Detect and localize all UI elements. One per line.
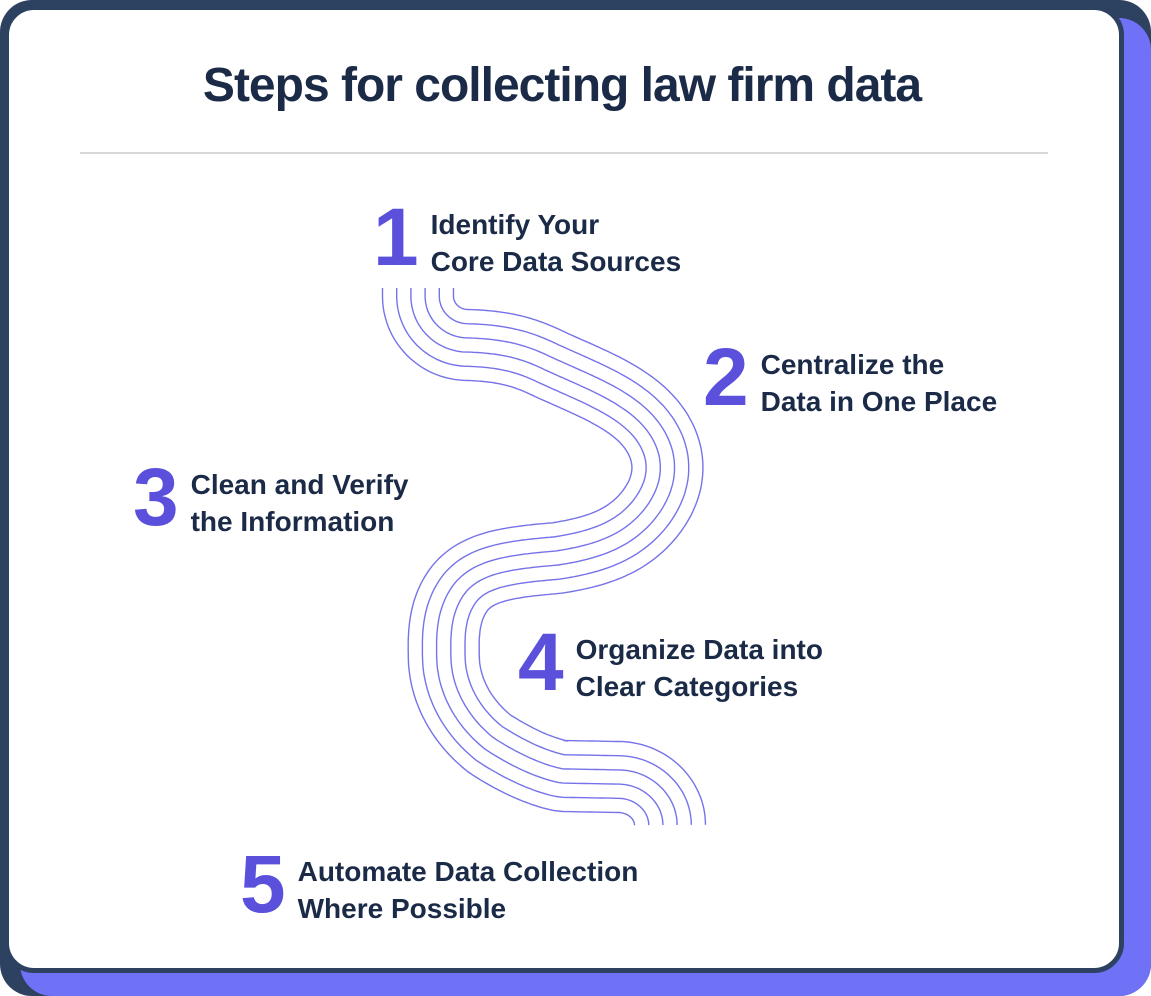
step-4-label: Organize Data into Clear Categories bbox=[576, 631, 823, 706]
step-5: 5 Automate Data Collection Where Possibl… bbox=[240, 839, 639, 930]
step-3: 3 Clean and Verify the Information bbox=[133, 452, 409, 543]
step-4-label-line1: Organize Data into bbox=[575, 634, 823, 665]
step-2-label: Centralize the Data in One Place bbox=[761, 346, 998, 421]
step-3-label: Clean and Verify the Information bbox=[191, 466, 409, 541]
step-3-label-line2: the Information bbox=[190, 505, 395, 537]
step-4-number: 4 bbox=[518, 617, 564, 708]
step-2-label-line1: Centralize the bbox=[760, 349, 945, 380]
step-1-label-line2: Core Data Sources bbox=[430, 245, 682, 277]
step-5-number: 5 bbox=[240, 839, 286, 930]
step-5-label: Automate Data Collection Where Possible bbox=[298, 853, 639, 928]
page-title: Steps for collecting law firm data bbox=[202, 59, 922, 112]
step-1-label-line1: Identify Your bbox=[430, 209, 600, 240]
step-1: 1 Identify Your Core Data Sources bbox=[373, 192, 682, 283]
step-2-number: 2 bbox=[703, 332, 749, 423]
step-1-label: Identify Your Core Data Sources bbox=[431, 206, 682, 281]
step-5-label-line1: Automate Data Collection bbox=[297, 856, 639, 887]
step-4-label-line2: Clear Categories bbox=[575, 670, 799, 702]
step-5-label-line2: Where Possible bbox=[297, 892, 507, 924]
step-2-label-line2: Data in One Place bbox=[760, 385, 998, 417]
step-1-number: 1 bbox=[373, 192, 419, 283]
step-4: 4 Organize Data into Clear Categories bbox=[518, 617, 823, 708]
title-divider bbox=[80, 152, 1048, 154]
step-3-label-line1: Clean and Verify bbox=[190, 469, 409, 500]
step-2: 2 Centralize the Data in One Place bbox=[703, 332, 998, 423]
step-3-number: 3 bbox=[133, 452, 179, 543]
